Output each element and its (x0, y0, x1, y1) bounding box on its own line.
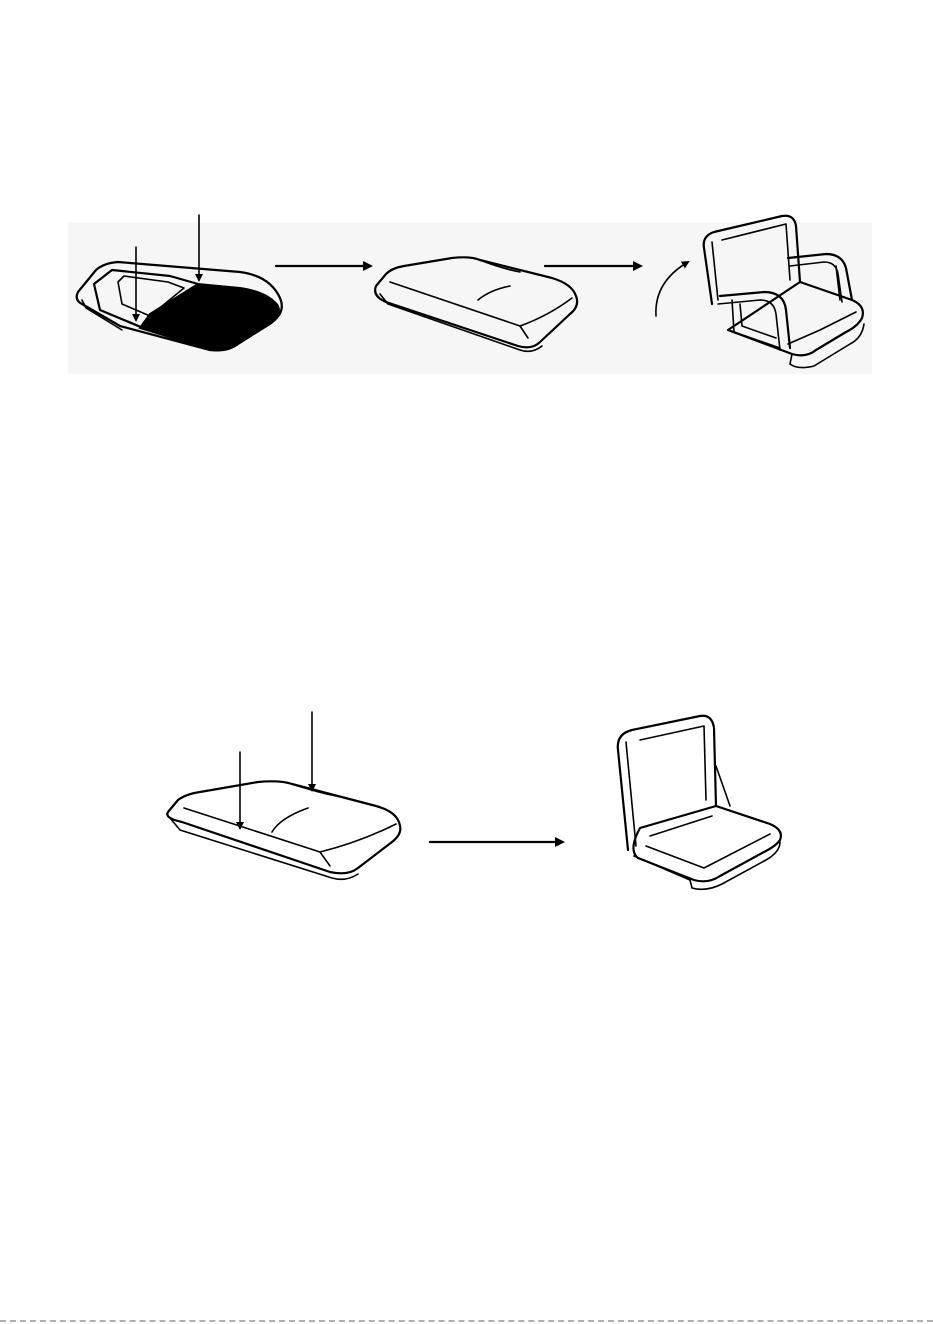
page-bottom-rule (0, 1320, 933, 1322)
folded-cushion-bottom (167, 712, 400, 879)
armchair (704, 216, 864, 368)
backrest-seat (618, 716, 781, 890)
raise-arrow (656, 262, 688, 316)
unfolded-mat (77, 215, 282, 350)
folded-cushion-top (375, 257, 577, 351)
